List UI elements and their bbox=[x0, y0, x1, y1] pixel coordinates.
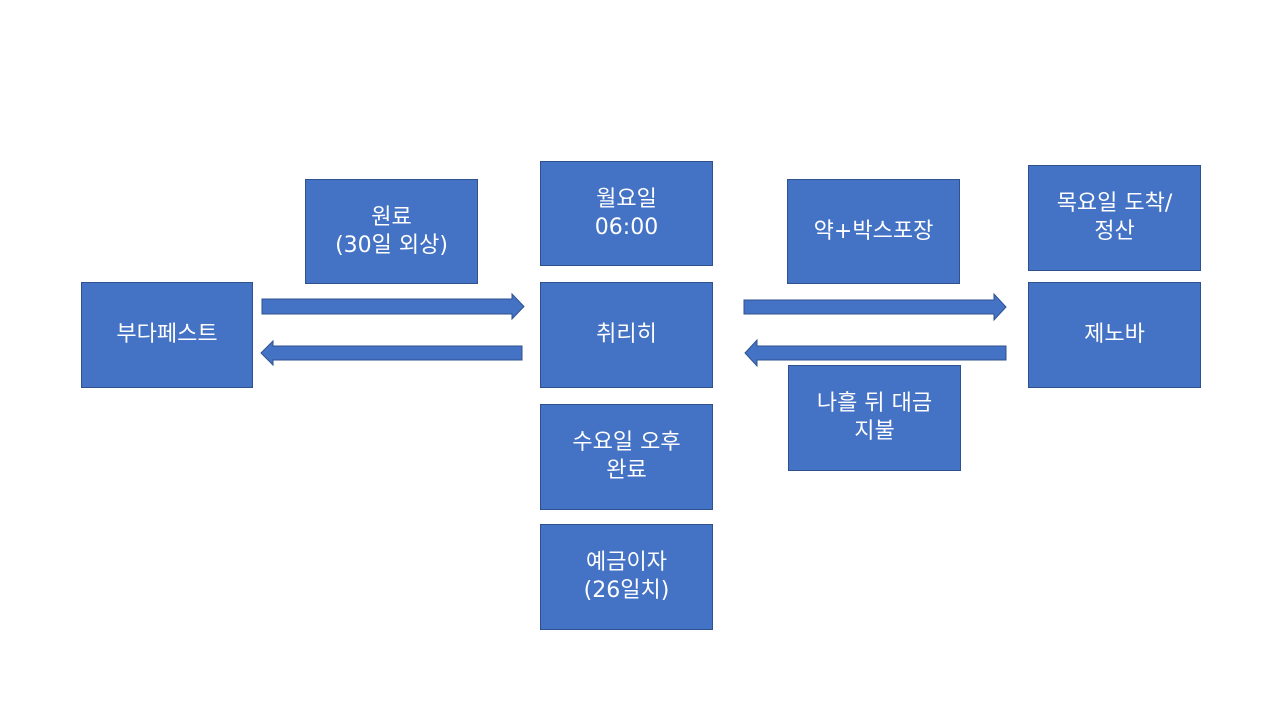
node-genoa: 제노바 bbox=[1028, 282, 1201, 388]
node-packaging-label: 약+박스포장 bbox=[813, 218, 934, 244]
arrow-zurich-to-budapest bbox=[260, 339, 523, 367]
node-interest-line2: (26일치) bbox=[583, 578, 670, 603]
node-payment-line2: 지불 bbox=[854, 419, 895, 444]
node-payment-line1: 나흘 뒤 대금 bbox=[816, 391, 933, 416]
node-monday: 월요일 06:00 bbox=[540, 161, 713, 266]
node-interest: 예금이자 (26일치) bbox=[540, 524, 713, 630]
node-genoa-label: 제노바 bbox=[1084, 322, 1145, 347]
node-raw-material: 원료 (30일 외상) bbox=[305, 179, 478, 284]
node-interest-line1: 예금이자 bbox=[586, 550, 667, 575]
node-zurich: 취리히 bbox=[540, 282, 713, 388]
node-raw-material-line1: 원료 bbox=[371, 204, 412, 230]
node-budapest: 부다페스트 bbox=[81, 282, 253, 388]
node-wednesday-line1: 수요일 오후 bbox=[572, 430, 681, 455]
node-packaging: 약+박스포장 bbox=[787, 179, 960, 284]
node-thursday-line1: 목요일 도착/ bbox=[1056, 191, 1173, 216]
arrow-genoa-to-zurich bbox=[744, 338, 1007, 368]
arrow-budapest-to-zurich bbox=[261, 292, 525, 321]
node-zurich-label: 취리히 bbox=[596, 322, 657, 347]
node-wednesday: 수요일 오후 완료 bbox=[540, 404, 713, 510]
node-wednesday-line2: 완료 bbox=[606, 458, 647, 483]
node-thursday-line2: 정산 bbox=[1094, 219, 1135, 244]
arrow-zurich-to-genoa bbox=[743, 292, 1007, 322]
node-monday-line2: 06:00 bbox=[594, 214, 659, 240]
node-thursday: 목요일 도착/ 정산 bbox=[1028, 165, 1201, 271]
node-payment: 나흘 뒤 대금 지불 bbox=[788, 365, 961, 471]
node-budapest-label: 부다페스트 bbox=[116, 322, 218, 347]
node-monday-line1: 월요일 bbox=[596, 186, 657, 212]
node-raw-material-line2: (30일 외상) bbox=[335, 232, 448, 258]
